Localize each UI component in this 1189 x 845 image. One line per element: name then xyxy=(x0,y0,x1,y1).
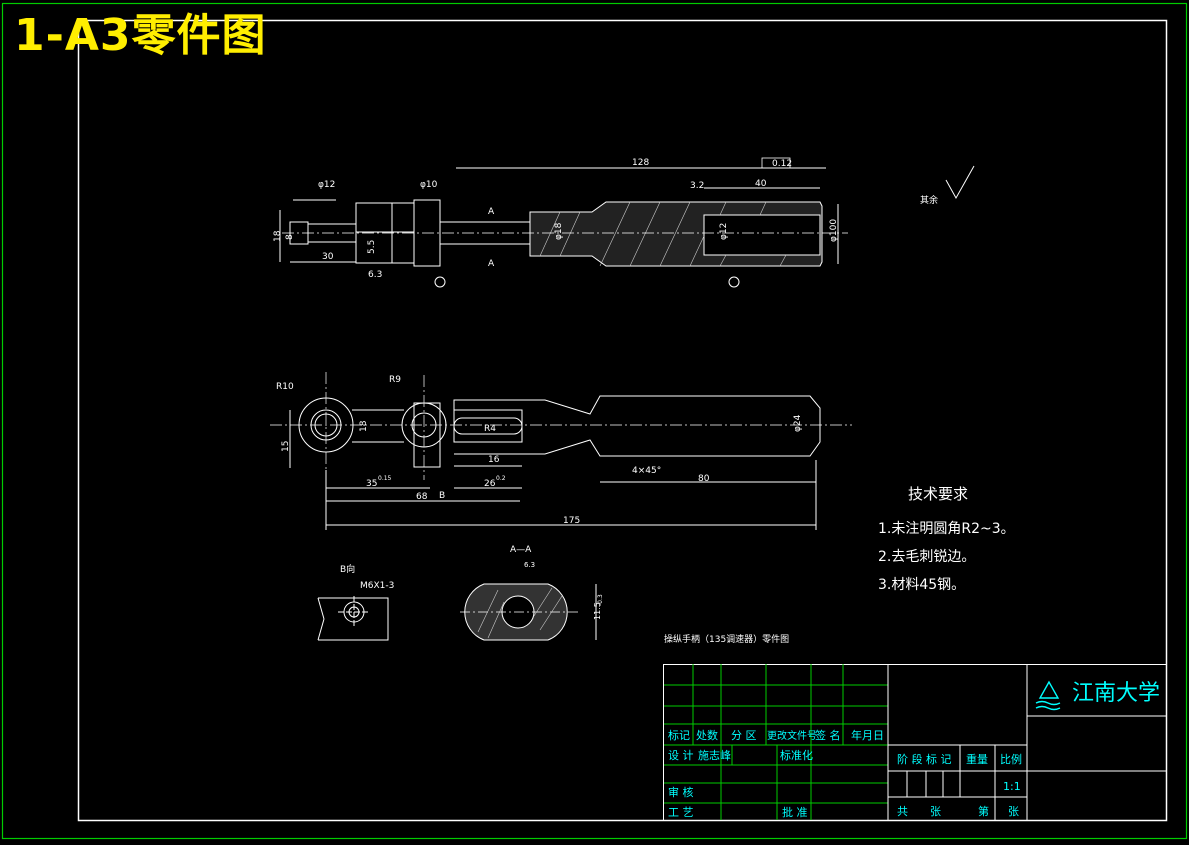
section-aa xyxy=(460,583,597,641)
hdr-change-doc: 更改文件号 xyxy=(767,729,817,742)
section-mark-a-top: A xyxy=(488,207,495,217)
dim-175: 175 xyxy=(563,516,580,526)
hdr-count: 处数 xyxy=(696,729,718,742)
design-label: 设 计 xyxy=(668,749,694,762)
process-label: 工 艺 xyxy=(668,806,694,819)
dim-68: 68 xyxy=(416,492,428,502)
dim-18-top: 18 xyxy=(359,420,369,432)
tech-req-title: 技术要求 xyxy=(908,485,968,503)
stage-label: 阶 段 标 记 xyxy=(897,752,952,766)
section-mark-a-bottom: A xyxy=(488,259,495,269)
section-aa-hatch xyxy=(477,587,563,639)
dim-r4: R4 xyxy=(484,424,496,434)
dim-18: 18 xyxy=(273,230,283,242)
total-label: 共 xyxy=(897,805,908,818)
dim-30: 30 xyxy=(322,252,334,262)
school-logo-icon xyxy=(1035,680,1061,711)
dim-128: 128 xyxy=(632,158,649,168)
section-aa-dim-11-5: 11.5 xyxy=(593,602,602,620)
drawing-name: 操纵手柄（135调速器）零件图 xyxy=(664,633,789,645)
title-block-text: 标记 处数 分 区 更改文件号 签 名 年月日 设 计 施志峰 标准化 审 核 … xyxy=(668,728,1022,819)
hdr-mark: 标记 xyxy=(668,728,690,742)
inner-border xyxy=(77,19,1168,822)
dim-r9: R9 xyxy=(389,375,401,385)
total-sheet-unit: 张 xyxy=(930,805,941,818)
designer-name: 施志峰 xyxy=(698,749,731,762)
section-aa-dim-6-3: 6.3 xyxy=(524,561,535,569)
view-b-mark: B xyxy=(439,491,445,501)
main-view-dims: 128 40 φ12 φ10 18 8 30 5.5 φ18 φ12 φ100 … xyxy=(273,158,839,280)
dim-16: 16 xyxy=(488,455,500,465)
school-name: 江南大学 xyxy=(1072,681,1160,706)
dim-r10: R10 xyxy=(276,382,294,392)
tol-26: 0.2 xyxy=(496,475,506,482)
dim-4x45: 4×45° xyxy=(632,466,661,476)
standard-label: 标准化 xyxy=(780,748,813,762)
dim-15: 15 xyxy=(281,441,291,452)
hdr-zone: 分 区 xyxy=(731,729,757,742)
dim-d12: φ12 xyxy=(318,180,335,190)
tech-req-item-2: 2.去毛刺锐边。 xyxy=(878,549,975,565)
top-view-dims: R10 R9 R4 15 18 16 4×45° 80 35 0.15 26 0… xyxy=(276,375,803,526)
tolerance-frame xyxy=(761,157,791,169)
datum-c-symbol xyxy=(728,276,740,288)
tolerance-frame-value: 0.12 xyxy=(772,159,792,169)
view-b xyxy=(317,596,389,641)
tech-req-item-3: 3.材料45钢。 xyxy=(878,577,965,593)
scale-value: 1:1 xyxy=(1003,780,1021,793)
banner-title: 1-A3零件图 xyxy=(14,10,267,61)
dim-d10: φ10 xyxy=(420,180,438,190)
page-unit: 张 xyxy=(1008,805,1019,818)
datum-d-symbol xyxy=(434,276,446,288)
review-label: 审 核 xyxy=(668,785,694,799)
hdr-date: 年月日 xyxy=(851,728,884,742)
dim-d12-inner: φ12 xyxy=(719,223,729,240)
tech-requirements: 技术要求 1.未注明圆角R2~3。 2.去毛刺锐边。 3.材料45钢。 xyxy=(878,485,1015,593)
dim-35: 35 xyxy=(366,479,377,489)
hdr-sign: 签 名 xyxy=(815,728,841,742)
roughness-6-3: 6.3 xyxy=(368,270,382,280)
view-b-label: B向 xyxy=(340,563,355,575)
dim-8: 8 xyxy=(285,234,295,240)
roughness-symbol xyxy=(945,165,975,200)
main-view xyxy=(279,167,848,267)
page-label: 第 xyxy=(978,804,989,818)
title-block xyxy=(663,664,1167,821)
dim-26: 26 xyxy=(484,479,496,489)
thread-spec: M6X1-3 xyxy=(360,581,394,591)
dim-80: 80 xyxy=(698,474,710,484)
approve-label: 批 准 xyxy=(782,805,808,819)
dim-d24: φ24 xyxy=(793,414,803,432)
scale-label: 比例 xyxy=(1000,752,1022,766)
weight-label: 重量 xyxy=(966,752,988,766)
tol-35: 0.15 xyxy=(378,475,392,482)
section-aa-label: A—A xyxy=(510,545,532,555)
top-view xyxy=(270,372,852,530)
dim-d100: φ100 xyxy=(829,219,839,242)
roughness-3-2: 3.2 xyxy=(690,181,704,191)
dim-40: 40 xyxy=(755,179,767,189)
section-aa-tol: -0.3 xyxy=(597,594,604,606)
roughness-note: 其余 xyxy=(920,194,938,206)
dim-5-5: 5.5 xyxy=(367,240,377,254)
dim-d18: φ18 xyxy=(554,222,564,240)
tech-req-item-1: 1.未注明圆角R2~3。 xyxy=(878,521,1015,537)
